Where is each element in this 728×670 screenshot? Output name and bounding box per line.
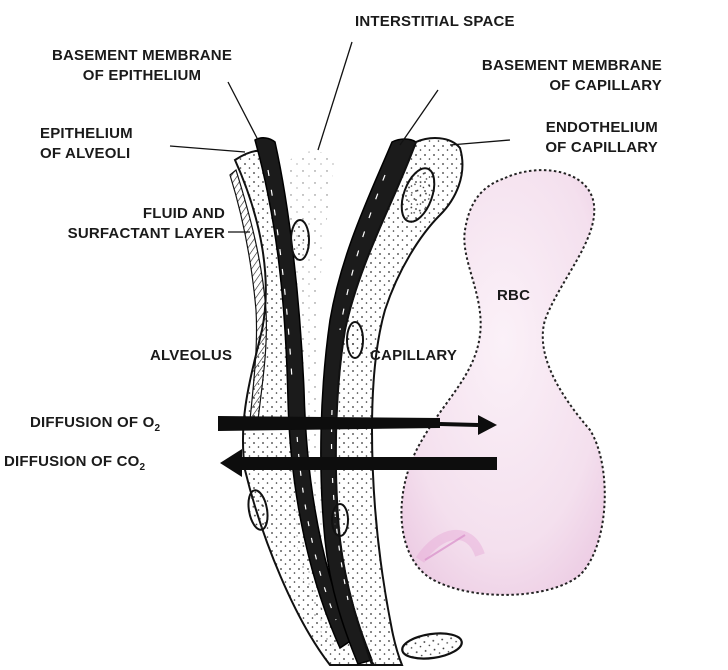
rbc-label: RBC [497,286,530,306]
basement-membrane-capillary-label: BASEMENT MEMBRANE OF CAPILLARY [392,56,662,96]
diffusion-co2-label: DIFFUSION OF CO2 [4,452,145,478]
basement-membrane-epithelium-label: BASEMENT MEMBRANE OF EPITHELIUM [26,46,258,86]
fluid-surfactant-label: FLUID AND SURFACTANT LAYER [2,204,225,244]
interstitial-space-label: INTERSTITIAL SPACE [355,12,515,32]
diffusion-o2-label: DIFFUSION OF O2 [30,413,160,439]
nucleus [347,322,363,358]
capillary-label: CAPILLARY [370,346,457,366]
alveolus-label: ALVEOLUS [150,346,232,366]
rbc-shape [401,170,604,595]
endothelium-capillary-label: ENDOTHELIUM OF CAPILLARY [478,118,658,158]
epithelium-alveoli-label: EPITHELIUM OF ALVEOLI [40,124,133,164]
nucleus [291,220,309,260]
nucleus [401,630,464,662]
nucleus [332,504,348,536]
capillary-endothelium [336,138,463,665]
